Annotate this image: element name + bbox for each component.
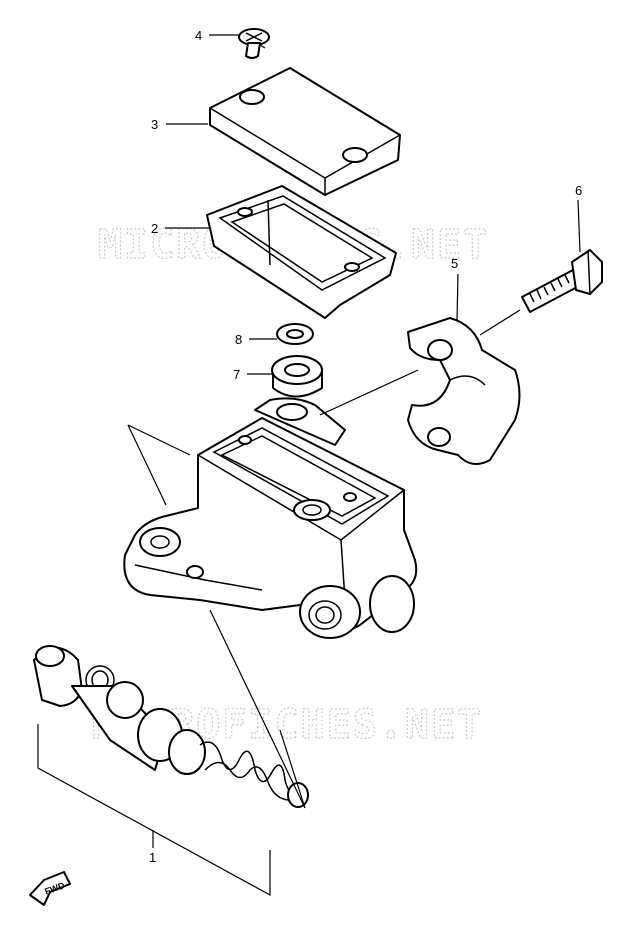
grommet-part-7 bbox=[271, 355, 323, 398]
bracket-part-1 bbox=[37, 724, 271, 897]
callout-part-7: 7 bbox=[233, 367, 240, 382]
bolt-part-6 bbox=[521, 199, 603, 313]
diaphragm-part-2 bbox=[206, 185, 397, 319]
callout-part-5: 5 bbox=[451, 256, 458, 271]
callout-part-1: 1 bbox=[149, 850, 156, 865]
callout-part-3: 3 bbox=[151, 117, 158, 132]
callout-part-8: 8 bbox=[235, 332, 242, 347]
clamp-part-5 bbox=[407, 273, 521, 465]
callout-part-2: 2 bbox=[151, 221, 158, 236]
reservoir-cap-part-3 bbox=[209, 67, 401, 196]
screw-part-4 bbox=[238, 28, 270, 59]
callout-part-4: 4 bbox=[195, 28, 202, 43]
master-cylinder-body bbox=[123, 397, 418, 639]
piston-kit-part-1 bbox=[33, 645, 309, 808]
fwd-arrow-badge: FWD bbox=[29, 871, 71, 906]
assembly-lines bbox=[127, 44, 521, 809]
callout-part-6: 6 bbox=[575, 183, 582, 198]
washer-part-8 bbox=[276, 323, 314, 345]
